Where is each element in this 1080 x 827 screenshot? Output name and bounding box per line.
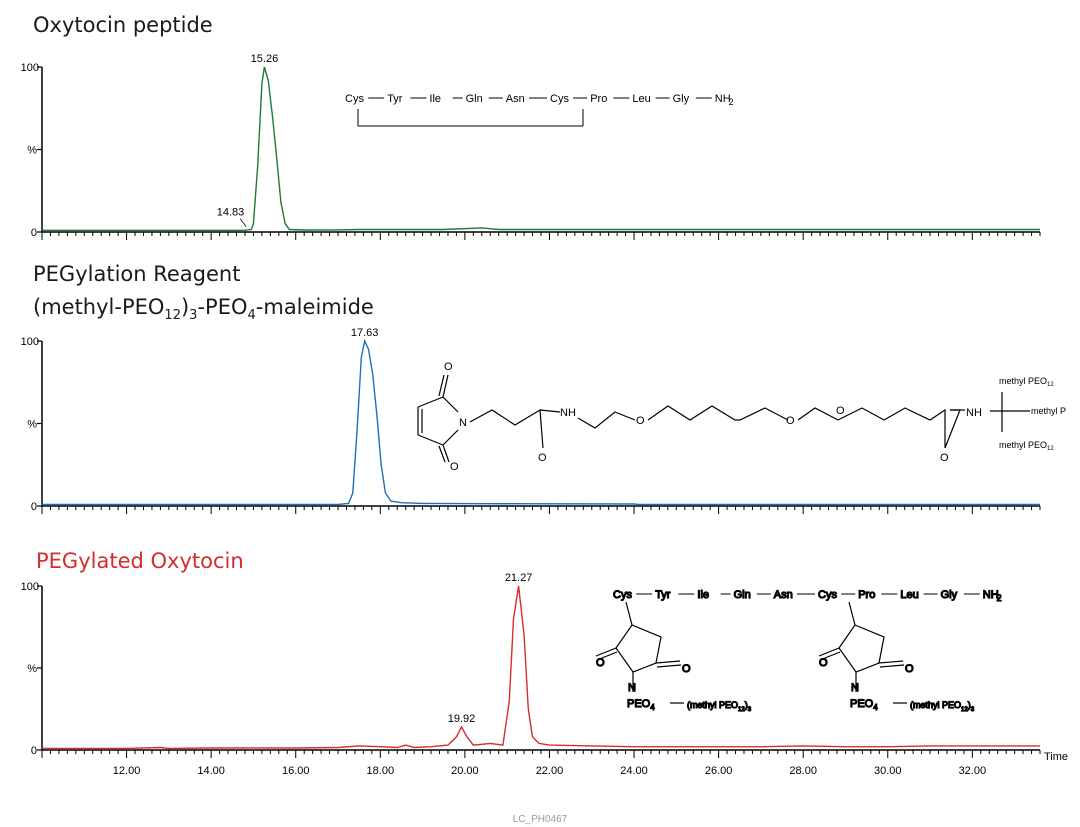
footer-code: LC_PH0467 xyxy=(513,814,568,825)
residue-label: Tyr xyxy=(387,93,403,105)
y-tick-label-percent: % xyxy=(27,145,37,157)
x-tick-label: 16.00 xyxy=(282,765,310,777)
atom-label: O xyxy=(786,415,795,427)
peak-label: 14.83 xyxy=(217,207,245,219)
residue-label: Ile xyxy=(429,93,441,105)
methyl-peo-branch: methyl P xyxy=(1031,406,1066,416)
residue-label: Gly xyxy=(673,93,690,105)
nh-subscript: 2 xyxy=(729,97,734,107)
series-line xyxy=(42,338,1040,506)
y-tick-label-0: 0 xyxy=(31,501,37,513)
residue-label: NH xyxy=(983,589,999,601)
y-tick-label-100: 100 xyxy=(21,336,39,348)
series-line xyxy=(42,66,1040,232)
residue-label: Cys xyxy=(550,93,569,105)
x-tick-label: 12.00 xyxy=(113,765,141,777)
x-tick-label: 30.00 xyxy=(874,765,902,777)
atom-label: O xyxy=(450,461,459,473)
residue-label: Gly xyxy=(941,589,958,601)
residue-label: Ile xyxy=(697,589,709,601)
atom-label: N xyxy=(628,682,636,694)
x-axis-tick-labels: 12.00 14.00 16.00 18.00 20.00 22.00 24.00 26.00… xyxy=(113,765,986,777)
residue-label: Gln xyxy=(466,93,483,105)
atom-label: N xyxy=(459,417,467,429)
y-tick-label-100: 100 xyxy=(21,581,39,593)
peak-label: 19.92 xyxy=(448,713,476,725)
residue-label: Asn xyxy=(774,589,793,601)
x-tick-label: 20.00 xyxy=(451,765,479,777)
atom-label: N xyxy=(851,682,859,694)
peo-label: PEO4 xyxy=(850,698,878,712)
residue-label: Tyr xyxy=(655,589,671,601)
nh-subscript: 2 xyxy=(997,593,1002,603)
x-tick-label: 32.00 xyxy=(959,765,987,777)
x-tick-label: 28.00 xyxy=(789,765,817,777)
peak-label: 21.27 xyxy=(505,572,533,584)
x-tick-label: 24.00 xyxy=(620,765,648,777)
x-axis-label: Time xyxy=(1044,751,1068,763)
series-line xyxy=(42,585,1040,750)
residue-label: Leu xyxy=(632,93,650,105)
y-tick-label-0: 0 xyxy=(31,745,37,757)
panel1-title: Oxytocin peptide xyxy=(33,13,213,37)
x-tick-label: 18.00 xyxy=(367,765,395,777)
peak-label: 15.26 xyxy=(251,53,279,65)
panel-oxytocin: 100% 0 15.26 14.83 xyxy=(21,53,1041,240)
residue-label: Pro xyxy=(590,93,607,105)
residue-label: Asn xyxy=(506,93,525,105)
residue-label: Pro xyxy=(858,589,875,601)
residue-label: Cys xyxy=(818,589,837,601)
atom-label: O xyxy=(819,657,828,669)
residue-label: Gln xyxy=(734,589,751,601)
x-tick-label: 14.00 xyxy=(197,765,225,777)
oxytocin-structure: Cys Tyr Ile Gln Asn Cys Pro Leu Gly NH2 xyxy=(345,93,734,127)
atom-label: O xyxy=(682,663,691,675)
panel3-title: PEGylated Oxytocin xyxy=(36,549,244,573)
atom-label: O xyxy=(940,452,949,464)
methyl-peo-label: (methyl PEO12)3 xyxy=(910,700,975,713)
residue-label: Cys xyxy=(345,93,364,105)
nh-label: NH xyxy=(560,407,576,419)
x-tick-label: 26.00 xyxy=(705,765,733,777)
residue-label: Leu xyxy=(900,589,918,601)
panel2-title-line2: (methyl-PEO12)3-PEO4-maleimide xyxy=(33,295,374,323)
peo-label: PEO4 xyxy=(627,698,655,712)
x-tick-label: 22.00 xyxy=(536,765,564,777)
methyl-peo-label: (methyl PEO12)3 xyxy=(687,700,752,713)
methyl-peo-branch: methyl PEO12 xyxy=(999,440,1054,452)
atom-label: O xyxy=(444,361,453,373)
reagent-structure: O O O O N O O O NH NH methyl PEO12 methyl P methyl P… xyxy=(417,361,1066,473)
atom-label: O xyxy=(636,415,645,427)
y-tick-label-percent: % xyxy=(27,419,37,431)
peak-label: 17.63 xyxy=(351,327,379,339)
y-tick-label-0: 0 xyxy=(31,227,37,239)
atom-label: O xyxy=(905,663,914,675)
residue-label: Cys xyxy=(613,589,632,601)
atom-label: O xyxy=(596,657,605,669)
y-tick-label-100: 100 xyxy=(21,62,39,74)
residue-label: NH xyxy=(715,93,731,105)
panel-reagent: 100% 0 17.63 xyxy=(21,327,1041,514)
peak-leader xyxy=(239,218,247,227)
methyl-peo-branch: methyl PEO12 xyxy=(999,376,1054,388)
atom-label: O xyxy=(538,452,547,464)
y-tick-label-percent: % xyxy=(27,663,37,675)
panel2-title-line1: PEGylation Reagent xyxy=(33,262,240,286)
panel-pegylated: 100% 0 21.27 19.92 xyxy=(21,572,1041,758)
nh-label: NH xyxy=(966,407,982,419)
atom-label: O xyxy=(836,405,845,417)
